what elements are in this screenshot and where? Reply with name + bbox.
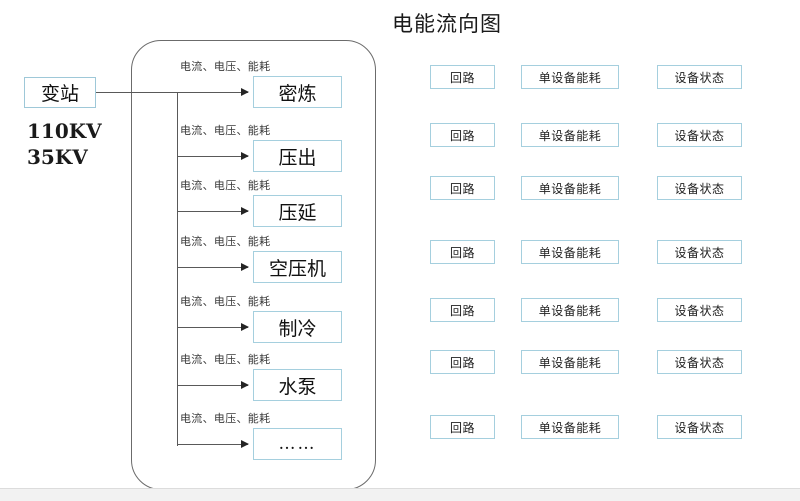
panel-cell[interactable]: 设备状态	[657, 350, 742, 374]
branch-metric-label: 电流、电压、能耗	[180, 235, 271, 248]
substation-feed-line	[96, 92, 178, 93]
process-box[interactable]: 水泵	[253, 369, 342, 401]
branch-arrow	[177, 88, 249, 96]
branch-arrow	[177, 263, 249, 271]
process-box[interactable]: 密炼	[253, 76, 342, 108]
panel-cell[interactable]: 回路	[430, 298, 495, 322]
panel-cell[interactable]: 回路	[430, 65, 495, 89]
panel-cell[interactable]: 设备状态	[657, 240, 742, 264]
panel-cell[interactable]: 回路	[430, 123, 495, 147]
panel-cell[interactable]: 设备状态	[657, 176, 742, 200]
voltage-list: 110KV 35KV	[27, 118, 102, 170]
process-box[interactable]: ……	[253, 428, 342, 460]
branch-metric-label: 电流、电压、能耗	[180, 412, 271, 425]
panel-cell[interactable]: 回路	[430, 176, 495, 200]
branch-arrow	[177, 440, 249, 448]
branch-metric-label: 电流、电压、能耗	[180, 179, 271, 192]
process-box[interactable]: 压延	[253, 195, 342, 227]
panel-cell[interactable]: 设备状态	[657, 65, 742, 89]
branch-metric-label: 电流、电压、能耗	[180, 60, 271, 73]
branch-arrow	[177, 207, 249, 215]
panel-cell[interactable]: 回路	[430, 415, 495, 439]
branch-metric-label: 电流、电压、能耗	[180, 295, 271, 308]
panel-cell[interactable]: 单设备能耗	[521, 123, 619, 147]
panel-cell[interactable]: 设备状态	[657, 298, 742, 322]
panel-cell[interactable]: 设备状态	[657, 123, 742, 147]
voltage-level-35kv: 35KV	[27, 145, 88, 169]
panel-cell[interactable]: 回路	[430, 350, 495, 374]
panel-cell[interactable]: 回路	[430, 240, 495, 264]
process-box[interactable]: 压出	[253, 140, 342, 172]
voltage-level-110kv: 110KV	[27, 119, 102, 143]
process-box[interactable]: 制冷	[253, 311, 342, 343]
substation-box[interactable]: 变站	[24, 77, 96, 108]
branch-arrow	[177, 381, 249, 389]
distribution-trunk-line	[177, 92, 178, 446]
panel-cell[interactable]: 设备状态	[657, 415, 742, 439]
page-title: 电能流向图	[392, 12, 502, 36]
panel-cell[interactable]: 单设备能耗	[521, 176, 619, 200]
panel-cell[interactable]: 单设备能耗	[521, 298, 619, 322]
process-box[interactable]: 空压机	[253, 251, 342, 283]
panel-cell[interactable]: 单设备能耗	[521, 240, 619, 264]
branch-metric-label: 电流、电压、能耗	[180, 124, 271, 137]
panel-cell[interactable]: 单设备能耗	[521, 415, 619, 439]
branch-metric-label: 电流、电压、能耗	[180, 353, 271, 366]
branch-arrow	[177, 323, 249, 331]
page-edge-strip	[0, 488, 800, 501]
panel-cell[interactable]: 单设备能耗	[521, 350, 619, 374]
panel-cell[interactable]: 单设备能耗	[521, 65, 619, 89]
branch-arrow	[177, 152, 249, 160]
